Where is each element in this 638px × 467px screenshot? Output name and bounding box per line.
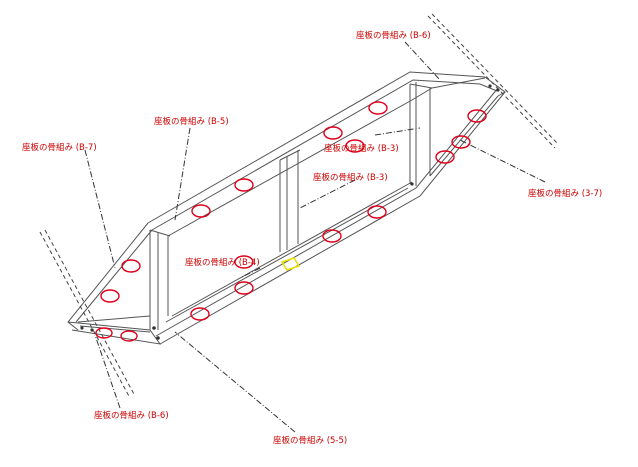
leader-b3-upper	[374, 127, 421, 136]
leader-55	[174, 331, 296, 433]
marker-circle	[121, 259, 141, 273]
marker-circle	[345, 139, 365, 153]
leader-b6-bottom	[94, 334, 121, 409]
marker-circle	[100, 289, 120, 303]
frame-lines	[67, 71, 506, 345]
highlight-marker	[280, 257, 301, 271]
label-37: 座板の骨組み (3-7)	[528, 188, 602, 199]
left-diag-lower	[77, 315, 151, 323]
marker-circle	[367, 205, 387, 219]
left-end-inner	[75, 229, 153, 323]
marker-circle	[120, 330, 138, 342]
marker-circle	[467, 109, 487, 123]
marker-circle	[451, 135, 471, 149]
leader-37	[459, 139, 546, 183]
section-line-bottom-left-a	[39, 231, 131, 399]
marker-circle	[435, 150, 455, 164]
leader-b3-lower	[299, 179, 356, 209]
section-lines	[39, 13, 559, 399]
marker-circle	[234, 178, 254, 192]
marker-circle	[323, 126, 343, 140]
marker-circle	[191, 204, 211, 218]
inner-bottom-rail	[171, 181, 413, 317]
label-b3-lower: 座板の骨組み (B-3)	[313, 172, 388, 183]
leader-b5	[174, 127, 191, 221]
left-end-bottom	[67, 321, 162, 345]
label-55: 座板の骨組み (5-5)	[273, 435, 347, 446]
marker-circle	[234, 281, 254, 295]
outer-top-rail	[147, 71, 486, 224]
marker-circle	[95, 327, 113, 339]
cross-left-top	[149, 229, 171, 237]
outer-top-rail-inner	[151, 79, 481, 231]
label-b4: 座板の骨組み (B-4)	[185, 257, 260, 268]
label-b3-upper: 座板の骨組み (B-3)	[324, 143, 399, 154]
leader-b4	[239, 267, 261, 279]
label-b6-bottom: 座板の骨組み (B-6)	[94, 410, 169, 421]
end-shadow-right	[431, 77, 486, 89]
marker-circle	[234, 255, 254, 269]
cross-right-top	[409, 83, 433, 89]
inner-top-rail	[167, 87, 433, 237]
bolt-dots	[80, 84, 500, 340]
section-line-top-right-a	[427, 15, 556, 149]
outer-bottom-rail	[159, 91, 506, 345]
label-group: 座板の骨組み (B-6) 座板の骨組み (B-5) 座板の骨組み (B-3) 座…	[22, 30, 602, 446]
right-end-inner	[479, 83, 498, 92]
label-b5: 座板の骨組み (B-5)	[154, 116, 229, 127]
marker-circle	[190, 307, 210, 321]
section-line-bottom-left-b	[44, 229, 136, 397]
leader-top-right	[404, 41, 441, 81]
outer-bottom-rail-inner	[155, 87, 499, 337]
label-b7: 座板の骨組み (B-7)	[22, 142, 97, 153]
leader-lines	[84, 41, 546, 433]
section-line-top-right-b	[431, 13, 559, 145]
marker-group	[95, 101, 487, 342]
label-top-right: 座板の骨組み (B-6)	[356, 30, 431, 41]
leader-b7	[84, 149, 116, 269]
marker-circle	[368, 101, 388, 115]
marker-circle	[322, 229, 342, 243]
cross-mid-top	[279, 149, 301, 161]
